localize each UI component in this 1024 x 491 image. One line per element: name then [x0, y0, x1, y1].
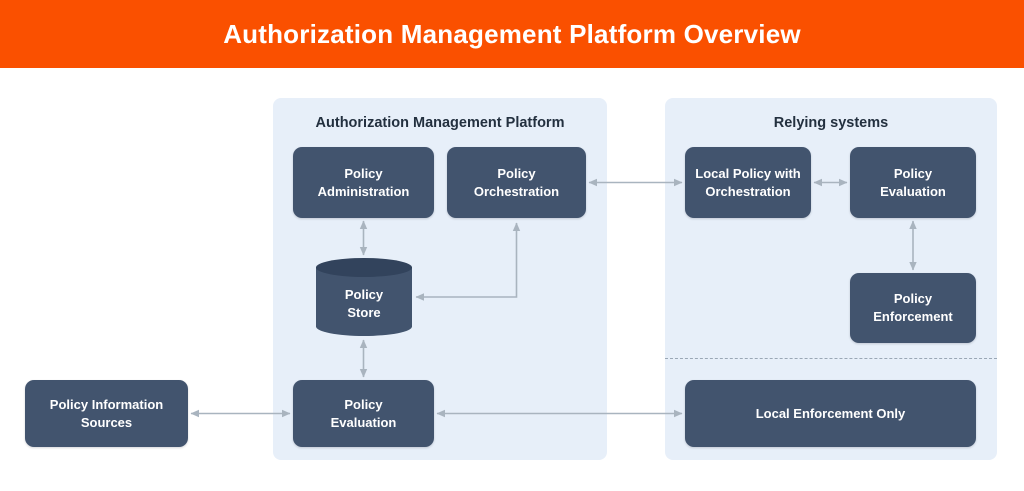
node-policy-administration-label: Policy Administration — [317, 165, 410, 199]
diagram-canvas: Authorization Management Platform Relyin… — [0, 68, 1024, 491]
node-local-enforcement-only-label: Local Enforcement Only — [755, 405, 906, 421]
node-policy-enforcement[interactable]: Policy Enforcement — [850, 273, 976, 343]
cylinder-bottom-ellipse — [316, 317, 412, 336]
node-policy-administration[interactable]: Policy Administration — [293, 147, 434, 218]
header-bar: Authorization Management Platform Overvi… — [0, 0, 1024, 68]
node-policy-store-label: Policy Store — [344, 287, 384, 320]
node-policy-store[interactable]: Policy Store — [316, 258, 412, 336]
node-policy-orchestration[interactable]: Policy Orchestration — [447, 147, 586, 218]
node-policy-orchestration-label: Policy Orchestration — [473, 165, 560, 199]
relying-systems-dashed-divider — [665, 358, 997, 359]
node-local-enforcement-only[interactable]: Local Enforcement Only — [685, 380, 976, 447]
node-local-policy-with-orchestration[interactable]: Local Policy with Orchestration — [685, 147, 811, 218]
node-policy-evaluation-platform-label: Policy Evaluation — [330, 396, 397, 430]
node-policy-information-sources[interactable]: Policy Information Sources — [25, 380, 188, 447]
group-title-relying-systems: Relying systems — [773, 115, 889, 131]
node-policy-evaluation-relying-label: Policy Evaluation — [880, 165, 946, 199]
cylinder-top-ellipse — [316, 258, 412, 277]
node-policy-evaluation-platform[interactable]: Policy Evaluation — [293, 380, 434, 447]
group-title-authorization-management-platform: Authorization Management Platform — [315, 115, 565, 131]
page-title: Authorization Management Platform Overvi… — [223, 19, 801, 49]
node-policy-information-sources-label: Policy Information Sources — [49, 396, 164, 430]
node-policy-evaluation-relying[interactable]: Policy Evaluation — [850, 147, 976, 218]
node-policy-enforcement-label: Policy Enforcement — [873, 291, 953, 324]
node-local-policy-with-orchestration-label: Local Policy with Orchestration — [695, 165, 801, 199]
